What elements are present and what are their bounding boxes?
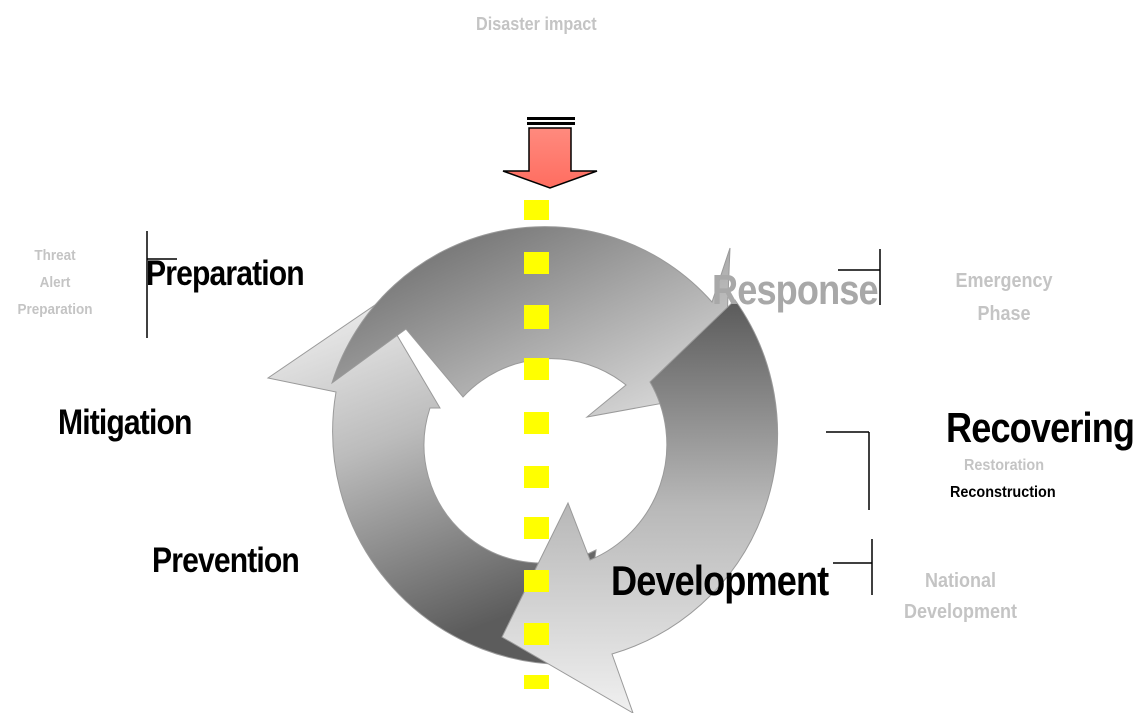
emergency-phase-note: Emergency Phase <box>950 265 1058 331</box>
label-preparation: Preparation <box>146 254 305 293</box>
label-response: Response <box>712 266 879 313</box>
label-mitigation: Mitigation <box>58 403 192 442</box>
note-development: Development <box>903 601 1018 623</box>
note-emergency: Emergency <box>955 270 1053 292</box>
bracket-lines <box>146 231 881 595</box>
label-development: Development <box>611 557 829 604</box>
note-reconstruction: Reconstruction <box>950 484 1056 501</box>
cycle-arrow-right <box>501 299 778 713</box>
preparation-steps-note: Threat Alert Preparation <box>10 242 100 323</box>
note-threat: Threat <box>34 247 76 264</box>
impact-arrow <box>502 117 598 189</box>
label-recovering: Recovering <box>946 404 1135 451</box>
note-alert: Alert <box>39 274 71 291</box>
label-prevention: Prevention <box>152 541 300 580</box>
note-phase: Phase <box>977 303 1031 325</box>
note-national: National <box>924 570 997 592</box>
note-restoration: Restoration <box>964 457 1045 474</box>
note-preparation: Preparation <box>17 301 93 318</box>
impact-line <box>524 200 549 689</box>
national-development-note: National Development <box>902 566 1019 628</box>
disaster-impact-title: Disaster impact <box>476 14 597 34</box>
